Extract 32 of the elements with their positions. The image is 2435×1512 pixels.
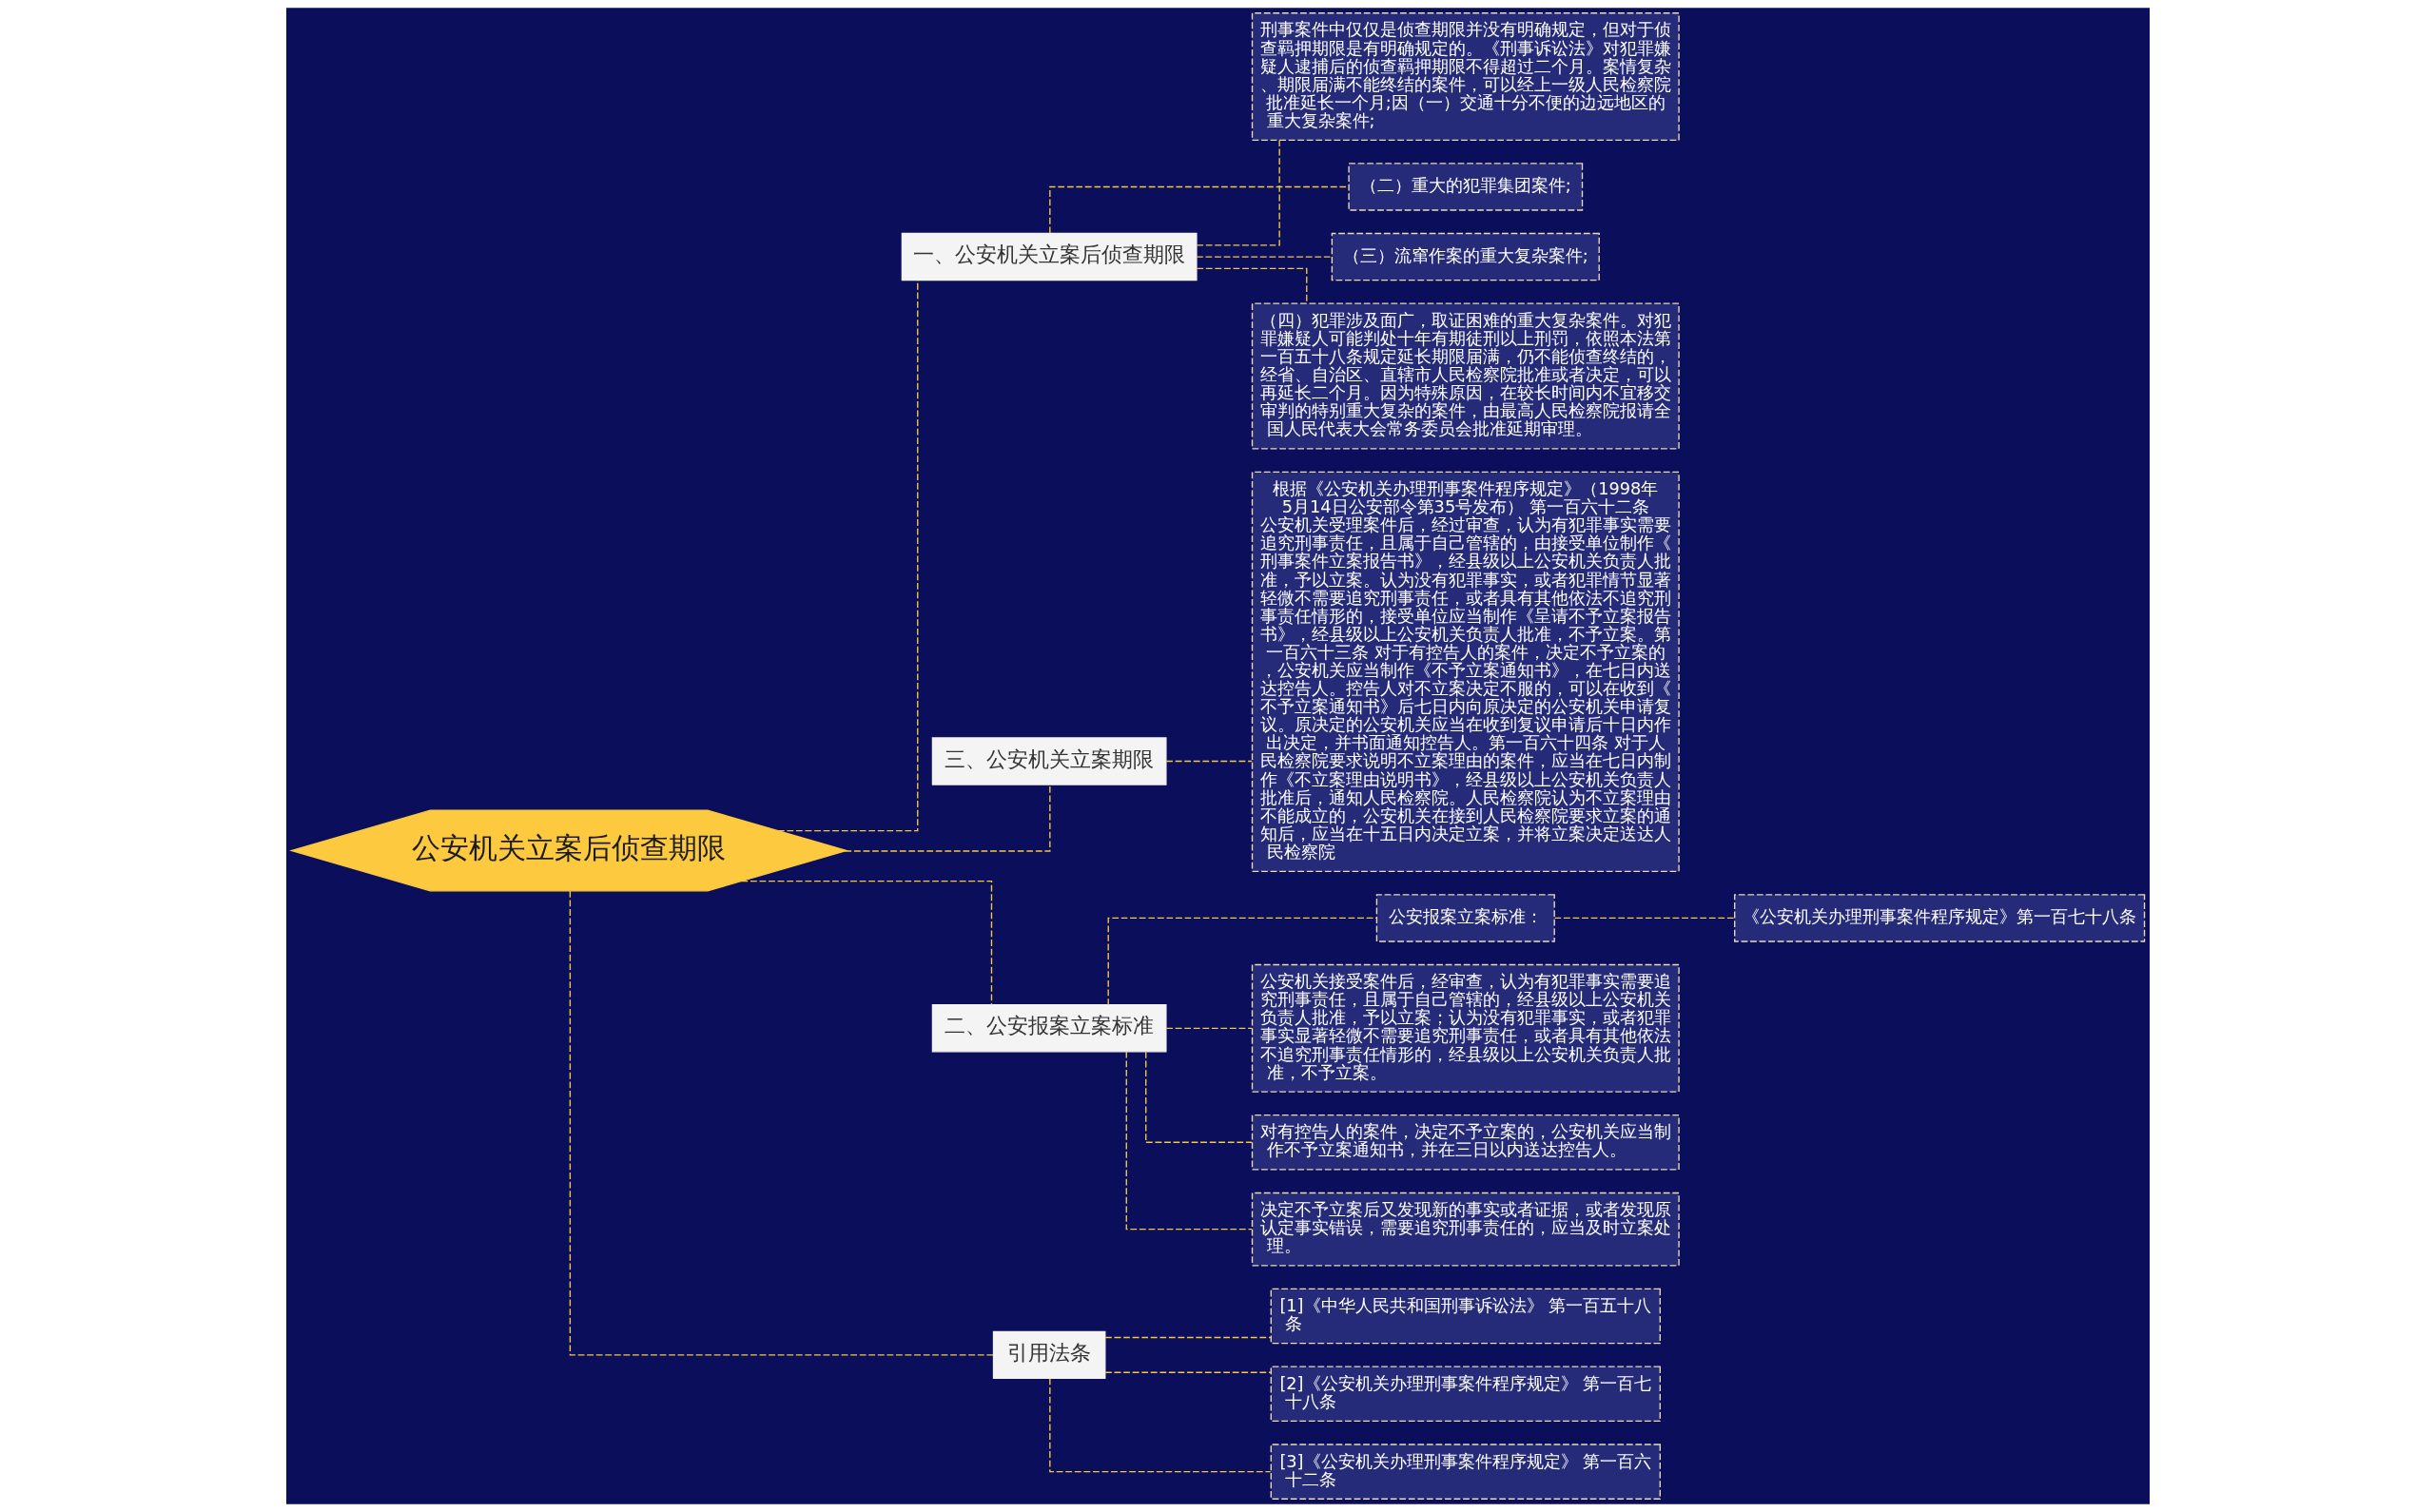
connector xyxy=(1195,256,1333,258)
connector xyxy=(569,890,994,1356)
connector xyxy=(740,880,992,1006)
node-box: 《公安机关办理刑事案件程序规定》第一百七十八条 xyxy=(1733,894,2145,942)
connector xyxy=(1144,1051,1253,1143)
connector xyxy=(1165,760,1253,763)
node-box: [3]《公安机关办理刑事案件程序规定》 第一百六十二条 xyxy=(1270,1444,1661,1500)
connector xyxy=(844,784,1050,852)
connector xyxy=(1125,1051,1253,1231)
node-box: 公安机关接受案件后，经审查，认为有犯罪事实需要追究刑事责任，且属于自己管辖的，经县级以上公安机关负责人批准，予以立案；认为没有犯罪事实，或者犯罪事实显著轻微不需要追究刑事责任，或者具有其他依法不追究刑事责任情形的，经县级以上公安机关负责人批准，不予立案。 xyxy=(1251,963,1680,1093)
connector xyxy=(1104,1371,1272,1373)
node-box: 根据《公安机关办理刑事案件程序规定》（1998年5月14日公安部令第35号发布） 第一百六十二条公安机关受理案件后，经过审查，认为有犯罪事实需要追究刑事责任，且属于自己管辖的，由接受单位制作《刑事案件立案报告书》，经县级以上公安机关负责人批准，予以立案。认为没有犯罪事实，或者犯罪情节显著轻微不需要追究刑事责任，或者具有其他依法不追究刑事责任情形的，接受单位应当制作《呈请不予立案报告书》，经县级以上公安机关负责人批准，不予立案。第一百六十三条 对于有控告人的案件，决定不予立案的，公安机关应当制作《不予立案通知书》，在七日内送达控告人。控告人对不立案决定不服的，可以在收到《不予立案通知书》后七日内向原决定的公安机关申请复议。原决定的公安机关应当在收到复议申请后十日内作出决定，并书面通知控告人。第一百六十四条 对于人民检察院要求说明不立案理由的案件，应当在七日内制作《不立案理由说明书》，经县级以上公安机关负责人批准后，通知人民检察院。人民检察院认为不立案理由不能成立的，公安机关在接到人民检察院要求立案的通知后，应当在十五日内决定立案，并将立案决定送达人民检察院 xyxy=(1251,471,1680,872)
node-box: [2]《公安机关办理刑事案件程序规定》 第一百七十八条 xyxy=(1270,1366,1661,1423)
connector xyxy=(1195,139,1280,246)
node-box: 二、公安报案立案标准 xyxy=(931,1004,1167,1053)
node-box: 引用法条 xyxy=(992,1330,1105,1380)
connector xyxy=(1048,1378,1271,1473)
node-box: （三）流窜作案的重大复杂案件; xyxy=(1331,232,1600,281)
connector xyxy=(1104,1336,1272,1339)
connector xyxy=(1196,267,1307,304)
node-box: 对有控告人的案件，决定不予立案的，公安机关应当制作不予立案通知书，并在三日以内送达控告人。 xyxy=(1251,1115,1680,1171)
node-box: [1]《中华人民共和国刑事诉讼法》 第一百五十八条 xyxy=(1270,1288,1661,1345)
node-box: （四）犯罪涉及面广，取证困难的重大复杂案件。对犯罪嫌疑人可能判处十年有期徒刑以上刑罚，依照本法第一百五十八条规定延长期限届满，仍不能侦查终结的，经省、自治区、直辖市人民检察院批准或者决定，可以再延长二个月。因为特殊原因，在较长时间内不宜移交审判的特别重大复杂的案件，由最高人民检察院报请全国人民代表大会常务委员会批准延期审理。 xyxy=(1251,302,1680,450)
node-box: （二）重大的犯罪集团案件; xyxy=(1347,163,1583,211)
node-box: 三、公安机关立案期限 xyxy=(931,737,1167,785)
connector xyxy=(1107,917,1377,1006)
node-box: 决定不予立案后又发现新的事实或者证据，或者发现原认定事实错误，需要追究刑事责任的，应当及时立案处理。 xyxy=(1251,1192,1680,1267)
connector xyxy=(1165,1027,1253,1029)
node-box: 公安报案立案标准： xyxy=(1375,894,1555,942)
node-box: 刑事案件中仅仅是侦查期限并没有明确规定，但对于侦查羁押期限是有明确规定的。《刑事诉讼法》对犯罪嫌疑人逮捕后的侦查羁押期限不得超过二个月。案情复杂、期限届满不能终结的案件，可以经上一级人民检察院批准延长一个月;因（一）交通十分不便的边远地区的重大复杂案件; xyxy=(1251,12,1680,142)
connector xyxy=(1553,917,1735,920)
node-box: 一、公安机关立案后侦查期限 xyxy=(901,232,1198,281)
